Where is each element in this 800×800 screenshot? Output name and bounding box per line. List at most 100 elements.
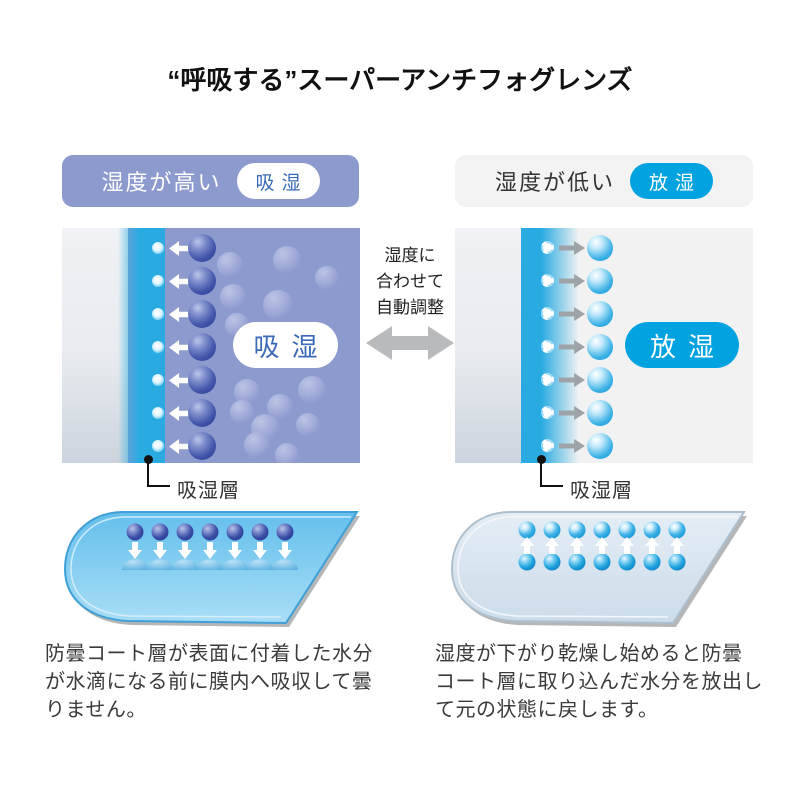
absorb-arrow-icon xyxy=(253,542,267,559)
low-humidity-label: 湿度が低い xyxy=(494,170,615,195)
water-molecule xyxy=(151,523,169,541)
layer-pore-dot xyxy=(541,406,554,419)
release-arrow-icon xyxy=(670,537,684,554)
water-molecule xyxy=(251,523,269,541)
water-molecule xyxy=(587,367,613,393)
absorb-arrow-icon xyxy=(278,542,292,559)
absorb-badge: 吸湿 xyxy=(236,163,320,199)
layer-pore-dot xyxy=(541,307,554,320)
absorbing-lens-illustration xyxy=(63,511,360,627)
caption-line: が水滴になる前に膜内へ吸収して曇 xyxy=(45,671,373,693)
absorbed-droplet xyxy=(222,559,248,570)
water-molecule xyxy=(518,521,536,539)
water-molecule xyxy=(188,333,216,361)
water-molecule xyxy=(618,521,636,539)
caption-line: 防曇コート層が表面に付着した水分 xyxy=(45,643,373,665)
water-molecule xyxy=(587,400,613,426)
layer-pore-dot xyxy=(541,241,554,254)
layer-pore-dot xyxy=(541,340,554,353)
water-molecule xyxy=(587,268,613,294)
layer-pore-dot xyxy=(541,373,554,386)
absorbed-droplet xyxy=(122,559,148,570)
water-molecule xyxy=(668,521,686,539)
absorbed-droplet xyxy=(272,559,298,570)
double-headed-arrow-icon xyxy=(366,326,454,360)
release-pill: 放湿 xyxy=(625,322,739,368)
absorb-arrow-icon xyxy=(178,542,192,559)
layer-pore-dot xyxy=(152,242,164,254)
water-molecule xyxy=(126,523,144,541)
releasing-droplet xyxy=(543,553,561,571)
high-humidity-label: 湿度が高い xyxy=(101,170,222,195)
release-arrow-icon xyxy=(570,537,584,554)
absorbed-droplet xyxy=(247,559,273,570)
water-molecule xyxy=(643,521,661,539)
absorb-arrow-icon xyxy=(153,542,167,559)
releasing-droplet xyxy=(643,553,661,571)
releasing-droplet xyxy=(668,553,686,571)
water-molecule xyxy=(587,334,613,360)
water-molecule xyxy=(188,432,216,460)
release-arrow-icon xyxy=(520,537,534,554)
humidity-bubble xyxy=(263,290,293,320)
layer-pore-dot xyxy=(152,374,164,386)
auto-adjust-text: 湿度に 合わせて 自動調整 xyxy=(360,243,460,321)
water-molecule xyxy=(188,234,216,262)
humidity-bubble xyxy=(275,443,299,463)
water-molecule xyxy=(188,300,216,328)
absorb-layer-label: 吸湿層 xyxy=(570,480,633,502)
releasing-droplet xyxy=(618,553,636,571)
water-molecule xyxy=(276,523,294,541)
release-badge: 放湿 xyxy=(630,163,714,199)
layer-pore-dot xyxy=(152,440,164,452)
absorb-arrow-icon xyxy=(203,542,217,559)
humidity-bubble xyxy=(244,432,270,458)
absorb-arrow-icon xyxy=(228,542,242,559)
release-arrow-icon xyxy=(595,537,609,554)
water-molecule xyxy=(188,267,216,295)
water-molecule xyxy=(568,521,586,539)
auto-adjust-line: 合わせて xyxy=(376,272,444,291)
water-molecule xyxy=(587,433,613,459)
layer-pore-dot xyxy=(541,274,554,287)
auto-adjust-line: 湿度に xyxy=(384,246,436,265)
lens-substrate-strip xyxy=(455,228,523,463)
absorbed-droplet xyxy=(172,559,198,570)
humidity-bubble xyxy=(273,246,301,274)
water-molecule xyxy=(587,301,613,327)
caption-line: 湿度が下がり乾燥し始めると防曇 xyxy=(435,643,743,665)
release-arrow-icon xyxy=(545,537,559,554)
lens-inner-rim xyxy=(70,516,351,618)
layer-pointer-line xyxy=(147,459,149,487)
release-arrow-icon xyxy=(645,537,659,554)
layer-pore-dot xyxy=(152,308,164,320)
layer-pore-dot xyxy=(152,407,164,419)
releasing-lens-illustration xyxy=(450,511,747,627)
water-molecule xyxy=(188,399,216,427)
low-humidity-header: 湿度が低い 放湿 xyxy=(455,155,753,207)
release-caption: 湿度が下がり乾燥し始めると防曇 コート層に取り込んだ水分を放出し て元の状態に戻… xyxy=(435,640,791,724)
release-panel: 放湿 xyxy=(455,228,753,463)
layer-pointer-line xyxy=(147,485,170,487)
lens-substrate-strip xyxy=(62,228,128,463)
auto-adjust-line: 自動調整 xyxy=(376,298,444,317)
layer-pore-dot xyxy=(541,439,554,452)
releasing-droplet xyxy=(593,553,611,571)
layer-pointer-line xyxy=(540,485,563,487)
humidity-bubble xyxy=(217,252,243,278)
caption-line: コート層に取り込んだ水分を放出し xyxy=(435,671,763,693)
caption-line: て元の状態に戻します。 xyxy=(435,699,659,721)
absorb-panel: 吸湿 xyxy=(62,228,360,463)
water-molecule xyxy=(543,521,561,539)
humidity-bubble xyxy=(220,284,246,310)
layer-pore-dot xyxy=(152,341,164,353)
humidity-bubble xyxy=(230,400,254,424)
water-molecule xyxy=(176,523,194,541)
humidity-bubble xyxy=(315,266,339,290)
lens-inner-rim xyxy=(457,516,738,618)
absorb-pill: 吸湿 xyxy=(233,322,338,368)
absorb-arrow-icon xyxy=(128,542,142,559)
releasing-droplet xyxy=(568,553,586,571)
layer-pointer-line xyxy=(540,459,542,487)
